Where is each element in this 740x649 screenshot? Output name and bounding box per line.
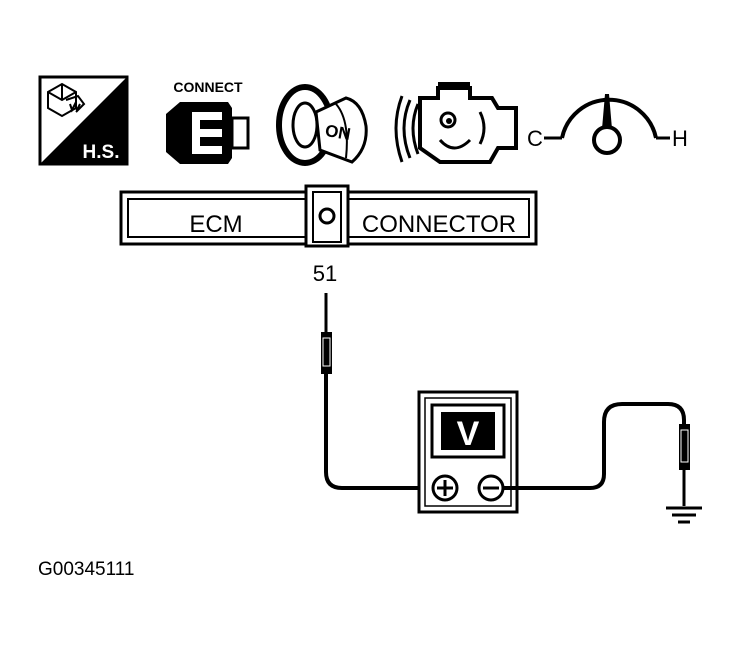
negative-lead <box>503 402 690 506</box>
pin-number-label: 51 <box>313 261 337 286</box>
hot-shutdown-icon: H.S. <box>38 75 129 166</box>
connector-right-label: CONNECTOR <box>362 211 516 238</box>
voltmeter: V <box>417 390 519 514</box>
ignition-on-label: ON <box>324 121 352 144</box>
gauge-hot-label: H <box>672 126 688 151</box>
connector-left-label: ECM <box>189 211 242 238</box>
temperature-gauge-icon: C H <box>527 94 688 155</box>
engine-running-icon <box>394 82 518 164</box>
voltmeter-display: V <box>457 415 480 453</box>
connector-pin <box>318 207 336 225</box>
gauge-cold-label: C <box>527 126 543 151</box>
positive-probe <box>321 293 432 490</box>
ground-symbol-icon <box>666 506 702 524</box>
connect-label: CONNECT <box>173 79 243 95</box>
ecm-connector: ECM CONNECTOR <box>119 184 538 248</box>
connect-plug-icon: CONNECT <box>166 79 250 164</box>
hot-shutdown-label: H.S. <box>83 142 120 163</box>
ignition-key-icon: ON <box>276 84 368 166</box>
figure-id: G00345111 <box>38 559 135 580</box>
